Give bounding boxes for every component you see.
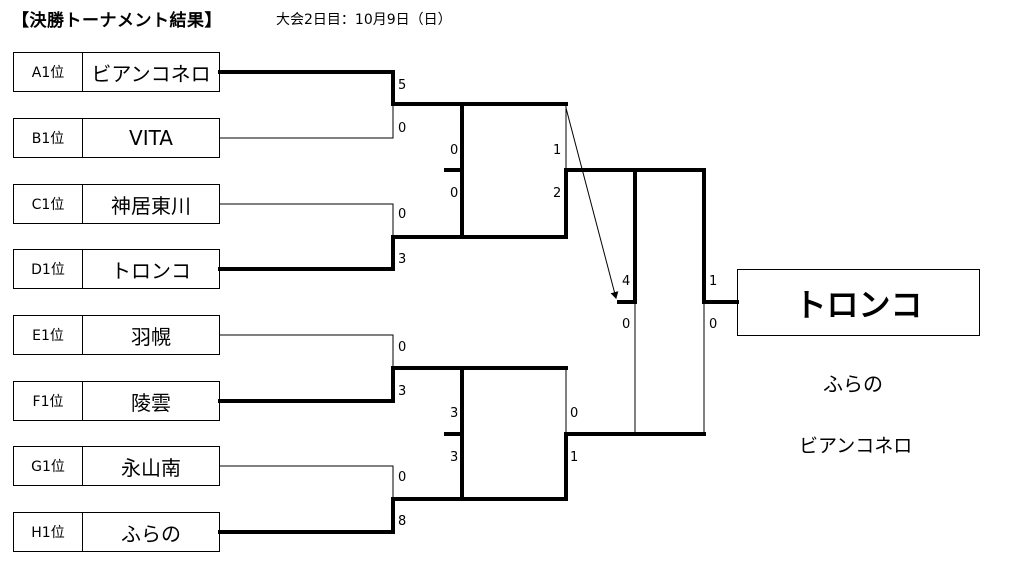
- score-h1: 8: [398, 514, 407, 529]
- seed-label: B1位: [14, 119, 83, 157]
- score-f1: 3: [398, 384, 407, 399]
- team-box-e1: E1位 羽幌: [13, 315, 220, 355]
- seed-label: D1位: [14, 250, 83, 288]
- score-sf-bottom-left-upper: 3: [450, 406, 459, 421]
- line-b1: [219, 103, 394, 139]
- team-name: 羽幌: [131, 324, 171, 349]
- line-c1: [219, 203, 394, 238]
- team-name: 神居東川: [111, 193, 191, 218]
- line-d1: [218, 235, 395, 271]
- second-place: ふらの: [823, 372, 883, 396]
- line-f1: [218, 366, 395, 403]
- score-c1: 0: [398, 207, 407, 222]
- champion-box: トロンコ: [737, 269, 980, 336]
- seed-label: G1位: [14, 447, 83, 485]
- score-sf-top-right-lower: 2: [553, 186, 562, 201]
- team-box-f1: F1位 陵雲: [13, 381, 220, 421]
- score-final-right-upper: 1: [709, 274, 718, 289]
- score-g1: 0: [398, 470, 407, 485]
- score-d1: 3: [398, 252, 407, 267]
- score-b1: 0: [398, 121, 407, 136]
- score-final-right-lower: 0: [709, 317, 718, 332]
- team-name: 永山南: [121, 455, 181, 480]
- line-a1: [218, 70, 395, 106]
- team-name: ビアンコネロ: [91, 61, 211, 86]
- team-box-h1: H1位 ふらの: [13, 512, 220, 552]
- team-name: ふらの: [121, 521, 181, 546]
- score-sf-top-left-upper: 0: [450, 143, 459, 158]
- score-sf-bottom-right-upper: 0: [570, 406, 579, 421]
- advance-arrow: [565, 107, 619, 299]
- score-sf-bottom-left-lower: 3: [450, 450, 459, 465]
- team-box-g1: G1位 永山南: [13, 446, 220, 486]
- score-final-left-upper: 4: [622, 274, 631, 289]
- score-sf-top-right-upper: 1: [553, 143, 562, 158]
- seed-label: A1位: [14, 53, 83, 91]
- score-final-left-lower: 0: [622, 317, 631, 332]
- seed-label: F1位: [14, 382, 83, 420]
- team-name: トロンコ: [111, 258, 191, 283]
- score-sf-top-left-lower: 0: [450, 186, 459, 201]
- score-a1: 5: [398, 78, 407, 93]
- page-title: 【決勝トーナメント結果】: [12, 11, 222, 31]
- team-name: VITA: [129, 126, 173, 150]
- page-subtitle: 大会2日目：10月9日（日）: [276, 12, 452, 28]
- team-name: 陵雲: [131, 390, 171, 415]
- line-g1: [219, 465, 394, 500]
- line-h1: [218, 497, 395, 534]
- third-place: ビアンコネロ: [799, 435, 913, 457]
- team-box-a1: A1位 ビアンコネロ: [13, 52, 220, 92]
- line-e1: [219, 334, 394, 369]
- score-sf-bottom-right-lower: 1: [570, 450, 579, 465]
- seed-label: H1位: [14, 513, 83, 551]
- seed-label: C1位: [14, 185, 83, 223]
- score-e1: 0: [398, 340, 407, 355]
- seed-label: E1位: [14, 316, 83, 354]
